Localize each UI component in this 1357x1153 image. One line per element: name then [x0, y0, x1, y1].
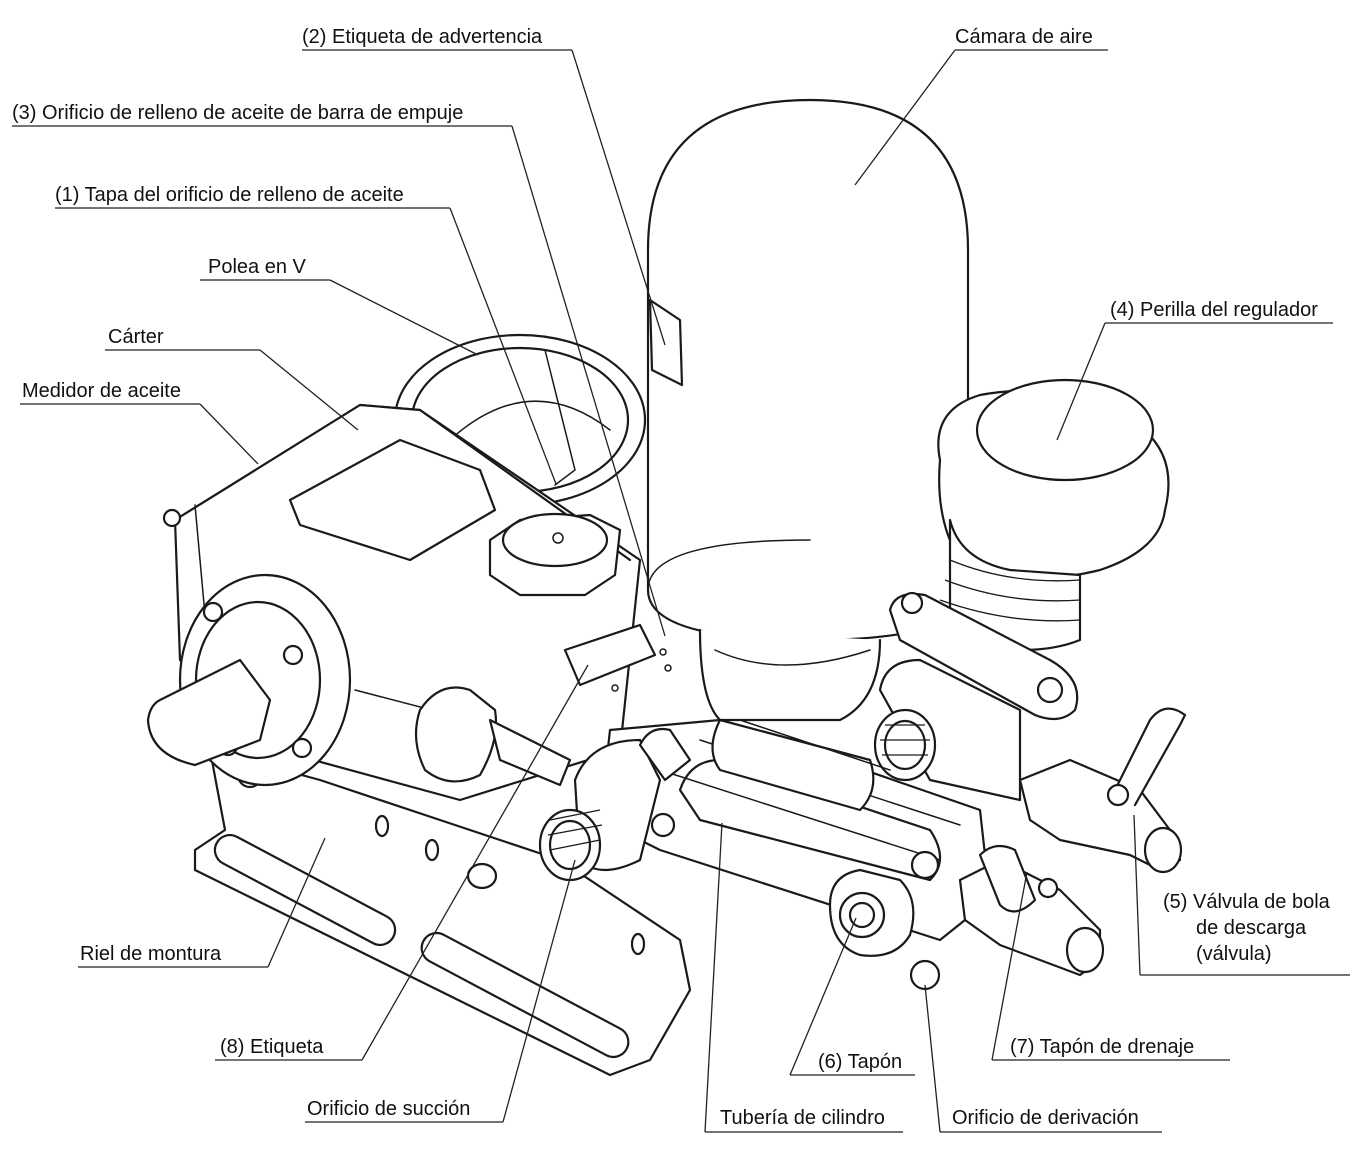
label-drain-plug: (7) Tapón de drenaje: [1010, 1036, 1194, 1058]
label-push-rod-oil-hole: (3) Orificio de relleno de aceite de bar…: [12, 102, 463, 124]
leader-lines: [12, 49, 1350, 1133]
oil-gauge-drawing: [354, 686, 572, 787]
label-cylinder-pipe: Tubería de cilindro: [720, 1107, 885, 1129]
bypass-fitting-drawing: [873, 708, 937, 782]
plug-6-drawing: [650, 812, 941, 991]
drain-plug-drawing: [958, 844, 1105, 977]
label-plug-6: (6) Tapón: [818, 1051, 902, 1073]
label-discharge-valve-line3: (válvula): [1196, 943, 1272, 965]
callout-labels: (2) Etiqueta de advertencia Cámara de ai…: [12, 26, 1331, 1129]
regulator-drawing: [878, 378, 1170, 802]
label-air-chamber: Cámara de aire: [955, 26, 1093, 48]
label-crankcase: Cárter: [108, 326, 164, 348]
label-warning-label: (2) Etiqueta de advertencia: [302, 26, 543, 48]
pump-illustration: [146, 98, 1187, 1077]
air-chamber-drawing: [646, 98, 970, 722]
label-mounting-rail: Riel de montura: [80, 943, 222, 965]
label-oil-gauge: Medidor de aceite: [22, 380, 181, 402]
label-regulator-knob: (4) Perilla del regulador: [1110, 299, 1318, 321]
mounting-rail-drawing: [193, 748, 692, 1077]
shaft-hub-drawing: [146, 573, 352, 787]
suction-port-drawing: [538, 727, 692, 882]
label-suction-port: Orificio de succión: [307, 1098, 470, 1120]
label-bypass-port: Orificio de derivación: [952, 1107, 1139, 1129]
label-v-pulley: Polea en V: [208, 256, 307, 278]
discharge-valve-drawing: [1018, 707, 1187, 874]
label-tag-8: (8) Etiqueta: [220, 1036, 324, 1058]
label-oil-fill-cap: (1) Tapa del orificio de relleno de acei…: [55, 184, 404, 206]
label-discharge-valve-line2: de descarga: [1196, 917, 1307, 939]
label-discharge-valve-line1: (5) Válvula de bola: [1163, 891, 1331, 913]
